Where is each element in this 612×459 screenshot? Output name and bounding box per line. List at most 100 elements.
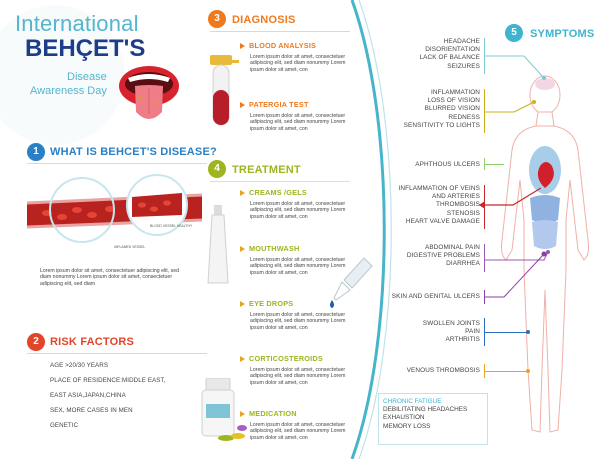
symptom-line: SWOLLEN JOINTS [422, 320, 480, 327]
treatment-item-corticosteroids: CORTICOSTEROIDS Lorem ipsum dolor sit am… [240, 354, 350, 386]
chronic-line: EXHAUSTION [383, 414, 425, 422]
chronic-line: DEBILITATING HEADACHES [383, 406, 468, 414]
header-title-line1: International [15, 11, 139, 36]
treatment-title: EYE DROPS [249, 299, 294, 308]
section2-number: 2 [27, 333, 45, 351]
symptom-line: SENSITIVITY TO LIGHTS [403, 121, 480, 129]
symptom-line: BLURRED VISION [424, 105, 480, 113]
human-body-illustration [501, 75, 589, 433]
blood-tube-icon [210, 55, 239, 126]
symptom-connector [484, 332, 528, 333]
section1-title: WHAT IS BEHCET'S DISEASE? [50, 146, 217, 158]
treatment-body: Lorem ipsum dolor sit amet, consectetuer… [250, 201, 346, 220]
section3-title: DIAGNOSIS [232, 14, 296, 26]
symptom-connector [484, 164, 504, 165]
symptom-line: INFLAMMATION [430, 89, 480, 96]
symptom-line: INFLAMMATION OF VEINS [398, 185, 480, 192]
bullet-triangle-icon [240, 301, 245, 308]
medication-bottle-icon [201, 378, 247, 441]
risk-item: PLACE OF RESIDENCE:MIDDLE EAST, [50, 377, 166, 384]
symptom-dot [526, 330, 530, 334]
section2-divider [27, 353, 207, 354]
treatment-item-medication: MEDICATION Lorem ipsum dolor sit amet, c… [240, 409, 350, 441]
bullet-triangle-icon [240, 102, 245, 109]
symptom-group-neuro: HEADACHE DISORIENTATION LACK OF BALANCE … [400, 38, 480, 71]
treatment-title: CREAMS /GELS [249, 188, 307, 197]
header-title-line3: Disease [67, 71, 107, 83]
section3-number: 3 [208, 10, 226, 28]
diagnosis-item-patergia: PATERGIA TEST Lorem ipsum dolor sit amet… [240, 100, 350, 132]
symptom-line: LOSS OF VISION [427, 97, 480, 105]
treatment-item-creams: CREAMS /GELS Lorem ipsum dolor sit amet,… [240, 188, 350, 220]
symptom-line: SEIZURES [447, 62, 480, 70]
treatment-item-eyedrops: EYE DROPS Lorem ipsum dolor sit amet, co… [240, 299, 350, 331]
symptom-line: APHTHOUS ULCERS [415, 161, 480, 168]
diagnosis-title: PATERGIA TEST [249, 100, 309, 109]
eye-dropper-icon [330, 257, 373, 308]
symptom-line: STENOSIS [446, 209, 480, 217]
symptom-group-venous: VENOUS THROMBOSIS [380, 367, 480, 375]
symptom-connector [484, 55, 546, 80]
symptom-dot [526, 369, 530, 373]
vessel-healthy-label: BLOOD VESSEL HEALTHY [150, 224, 193, 228]
symptom-group-skin: SKIN AND GENITAL ULCERS [370, 293, 480, 301]
blood-vessel-illustration: BLOOD VESSEL HEALTHY INFLAMED VESSEL [22, 165, 207, 255]
symptom-line: DISORIENTATION [425, 46, 480, 54]
header-title-line2: BEHÇET'S [25, 35, 146, 62]
section1-number: 1 [27, 143, 45, 161]
section4-number: 4 [208, 160, 226, 178]
section5-number: 5 [505, 24, 523, 42]
symptom-connector [484, 100, 536, 113]
symptom-connector [484, 251, 547, 298]
symptom-group-vascular: INFLAMMATION OF VEINS AND ARTERIES THROM… [360, 185, 480, 226]
bullet-triangle-icon [240, 246, 245, 253]
treatment-title: CORTICOSTEROIDS [249, 354, 323, 363]
diagnosis-title: BLOOD ANALYSIS [249, 41, 317, 50]
symptom-line: AND ARTERIES [432, 193, 480, 201]
symptom-connector [479, 187, 542, 209]
diagnosis-body: Lorem ipsum dolor sit amet, consectetuer… [250, 113, 346, 132]
section1-body: Lorem ipsum dolor sit amet, consectetuer… [40, 268, 179, 287]
diagnosis-body: Lorem ipsum dolor sit amet, consectetuer… [250, 54, 346, 73]
symptom-line: REDNESS [448, 113, 480, 121]
risk-item: AGE >20/30 YEARS [50, 362, 109, 369]
mouth-illustration [119, 66, 179, 119]
symptom-line: HEADACHE [443, 38, 480, 45]
bullet-triangle-icon [240, 43, 245, 50]
symptom-line: PAIN [465, 328, 480, 336]
symptom-group-mouth: APHTHOUS ULCERS [380, 161, 480, 169]
symptom-group-joints: SWOLLEN JOINTS PAIN ARTHRITIS [380, 320, 480, 345]
section2-title: RISK FACTORS [50, 336, 135, 348]
symptom-line: VENOUS THROMBOSIS [406, 367, 480, 374]
risk-list: AGE >20/30 YEARS PLACE OF RESIDENCE:MIDD… [50, 362, 210, 437]
treatment-title: MEDICATION [249, 409, 297, 418]
symptom-group-eyes: INFLAMMATION LOSS OF VISION BLURRED VISI… [370, 89, 480, 130]
symptom-line: DIGESTIVE PROBLEMS [406, 252, 480, 260]
symptom-bar [484, 244, 485, 272]
section4-divider [210, 181, 350, 182]
treatment-item-mouthwash: MOUTHWASH Lorem ipsum dolor sit amet, co… [240, 244, 350, 276]
symptom-bar [484, 158, 485, 170]
cream-tube-icon [207, 205, 229, 284]
treatment-body: Lorem ipsum dolor sit amet, consectetuer… [250, 367, 346, 386]
section3-divider [210, 31, 350, 32]
symptom-connector [484, 250, 550, 261]
symptom-line: HEART VALVE DAMAGE [405, 217, 480, 225]
symptom-bar [484, 89, 485, 133]
symptom-line: DIARRHEA [446, 260, 480, 268]
section4-title: TREATMENT [232, 164, 301, 176]
header: International BEHÇET'S Disease Awareness… [15, 12, 205, 98]
treatment-body: Lorem ipsum dolor sit amet, consectetuer… [250, 257, 346, 276]
symptom-line: ABDOMINAL PAIN [424, 244, 480, 251]
chronic-title: CHRONIC FATIGUE [383, 398, 442, 405]
chronic-box: CHRONIC FATIGUE DEBILITATING HEADACHES E… [378, 393, 488, 445]
diagnosis-item-blood: BLOOD ANALYSIS Lorem ipsum dolor sit ame… [240, 41, 350, 73]
symptom-line: LACK OF BALANCE [419, 54, 480, 62]
bullet-triangle-icon [240, 356, 245, 363]
risk-item: SEX, MORE CASES IN MEN [50, 407, 133, 414]
section5-title: SYMPTOMS [530, 28, 595, 40]
risk-item: EAST ASIA,JAPAN,CHINA [50, 392, 126, 399]
treatment-title: MOUTHWASH [249, 244, 300, 253]
risk-item: GENETIC [50, 422, 79, 429]
